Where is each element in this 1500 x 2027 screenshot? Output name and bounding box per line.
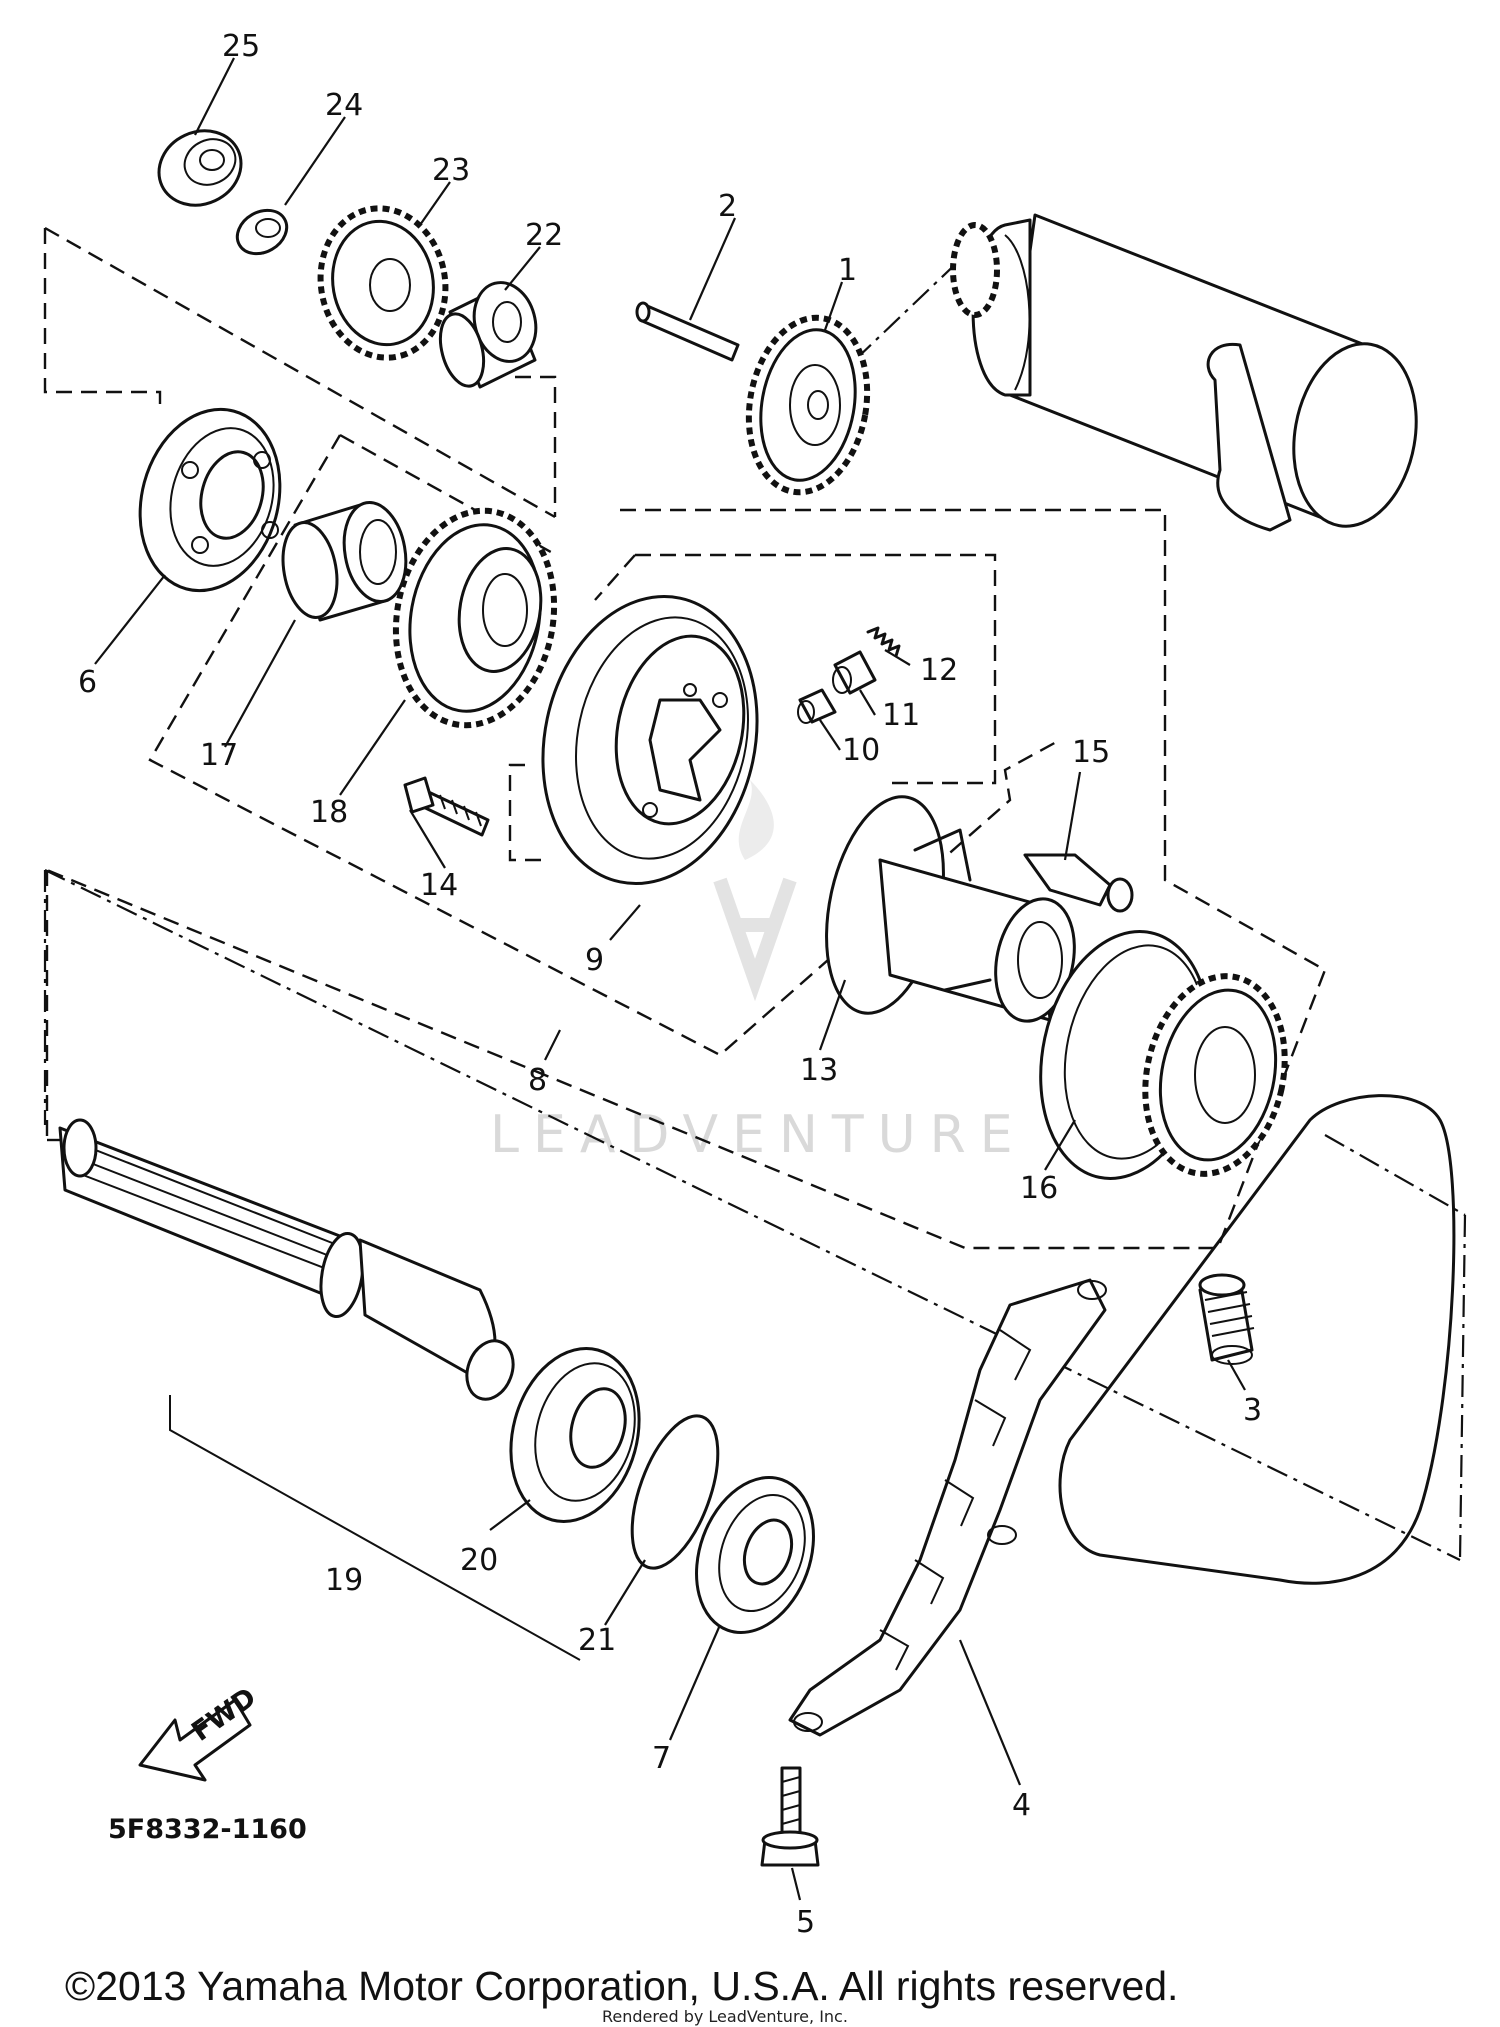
callout-11: 11 [882,698,920,733]
callout-20: 20 [460,1543,498,1578]
part-1-idler-gear [745,314,871,496]
part-12-spring [866,626,901,658]
part-2-pin [635,301,740,362]
callout-16: 16 [1020,1171,1058,1206]
part-14-bolt [403,776,490,837]
part-4-guide [788,1278,1107,1737]
callout-15: 15 [1072,735,1110,770]
callout-1: 1 [838,253,857,288]
callout-5: 5 [796,1905,815,1940]
part-5-bolt [760,1766,820,1867]
part-7-oil-seal [695,1476,815,1634]
callout-21: 21 [578,1623,616,1658]
cover-outline [1058,1094,1456,1585]
part-25-nut [157,129,243,207]
part-23-gear [317,205,449,361]
callout-12: 12 [920,653,958,688]
part-16-starter-gear [1039,930,1288,1180]
callout-25: 25 [222,29,260,64]
callout-6: 6 [78,665,97,700]
part-20-bearing [509,1346,641,1524]
callout-10: 10 [842,733,880,768]
part-6-bearing [138,407,282,593]
callout-23: 23 [432,153,470,188]
part-3-dowel [1198,1273,1255,1365]
watermark-text: LEADVENTURE [490,1105,1027,1165]
copyright-notice: ©2013 Yamaha Motor Corporation, U.S.A. A… [65,1963,1178,2009]
callout-19: 19 [325,1563,363,1598]
drawing-code: 5F8332-1160 [108,1814,307,1845]
part-17-sleeve [281,500,408,622]
part-24-lock-washer [235,208,289,256]
callout-labels: 25 24 23 22 2 1 6 17 18 14 9 8 10 11 12 … [78,29,1262,1940]
part-22-collar [438,281,538,389]
callout-24: 24 [325,88,363,123]
part-9-starter-clutch [541,594,759,886]
callout-3: 3 [1243,1393,1262,1428]
fwd-arrow-icon: FWD [138,1682,262,1782]
callout-9: 9 [585,943,604,978]
callout-8: 8 [528,1063,547,1098]
part-13-clutch-boss [825,795,1076,1023]
part-18-gear [392,507,558,729]
callout-4: 4 [1012,1788,1031,1823]
callout-22: 22 [525,218,563,253]
callout-7: 7 [652,1741,671,1776]
render-credit: Rendered by LeadVenture, Inc. [602,2007,848,2026]
callout-2: 2 [718,189,737,224]
part-11-plunger [832,650,877,695]
part-10-roller [797,688,837,724]
part-19-shaft [58,1118,515,1401]
part-21-o-ring [630,1414,720,1570]
callout-17: 17 [200,738,238,773]
watermark: LEADVENTURE [490,780,1027,1165]
starter-motor [950,213,1418,532]
callout-14: 14 [420,868,458,903]
callout-18: 18 [310,795,348,830]
callout-13: 13 [800,1053,838,1088]
leader-lines [94,57,1246,1901]
